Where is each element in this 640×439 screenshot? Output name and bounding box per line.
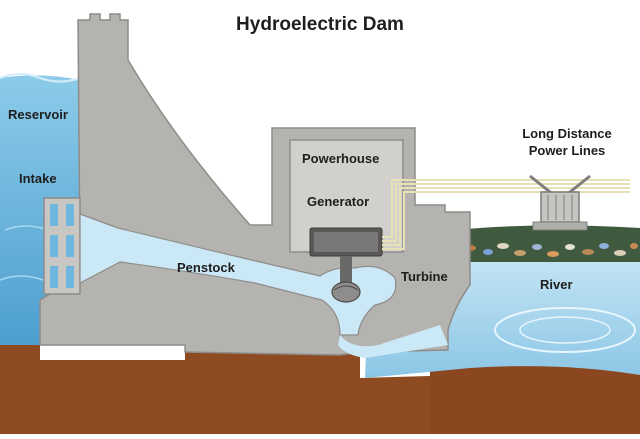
intake-label: Intake	[19, 171, 57, 186]
powerhouse-label: Powerhouse	[302, 151, 379, 166]
turbine-label: Turbine	[401, 269, 448, 284]
power-lines-label-line1: Long Distance	[522, 126, 612, 141]
turbine	[331, 281, 361, 303]
intake-grate	[43, 197, 81, 295]
turbine-outlet	[338, 325, 448, 358]
power-cables	[382, 179, 630, 250]
generator	[309, 227, 383, 290]
diagram-title: Hydroelectric Dam	[236, 14, 404, 35]
river-label: River	[540, 277, 573, 292]
transmission-tower	[529, 174, 591, 231]
power-lines-label-line2: Power Lines	[529, 143, 606, 158]
river-bank-earth	[430, 351, 640, 434]
river-far-bank	[455, 225, 640, 262]
generator-label: Generator	[307, 194, 369, 209]
penstock-label: Penstock	[177, 260, 236, 275]
reservoir-label: Reservoir	[8, 107, 68, 122]
penstock-channel	[79, 213, 397, 336]
